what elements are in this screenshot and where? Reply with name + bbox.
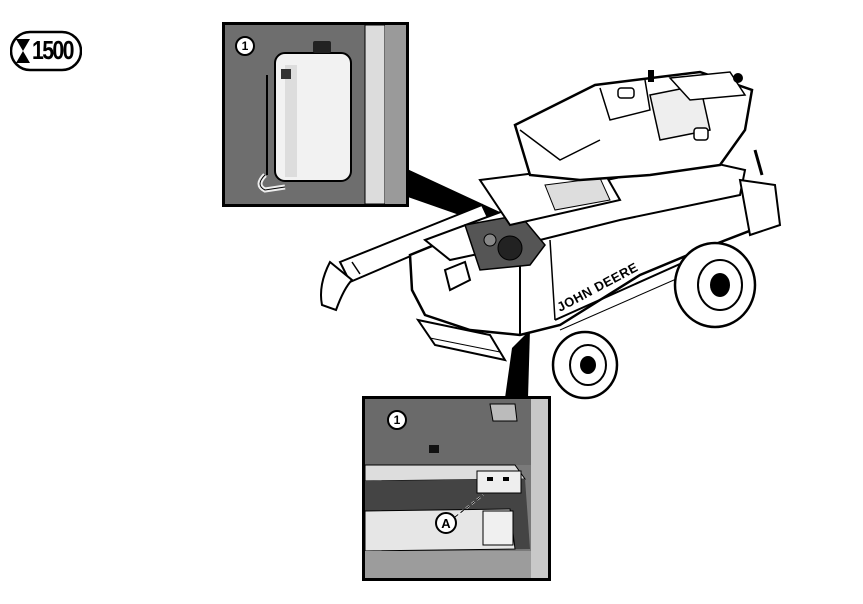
rear-wheel (551, 330, 619, 400)
pointer-bottom (505, 330, 530, 398)
callout-1-top: 1 (235, 36, 255, 56)
rear-step (415, 318, 508, 362)
service-interval-symbol: 1500 (10, 30, 82, 72)
front-wheel (673, 241, 757, 329)
detail-inset-bottom: 1 A (362, 396, 551, 581)
grain-tank (513, 70, 754, 182)
callout-a: A (435, 512, 457, 534)
unloading-auger (320, 203, 492, 312)
reservoir-illustration (225, 25, 406, 204)
hourglass-icon (10, 30, 82, 72)
service-interval-hours: 1500 (32, 35, 75, 65)
detail-inset-top: 1 (222, 22, 409, 207)
callout-1-bottom: 1 (387, 410, 407, 430)
feeder-house (738, 149, 782, 237)
logo-icon (443, 260, 472, 292)
